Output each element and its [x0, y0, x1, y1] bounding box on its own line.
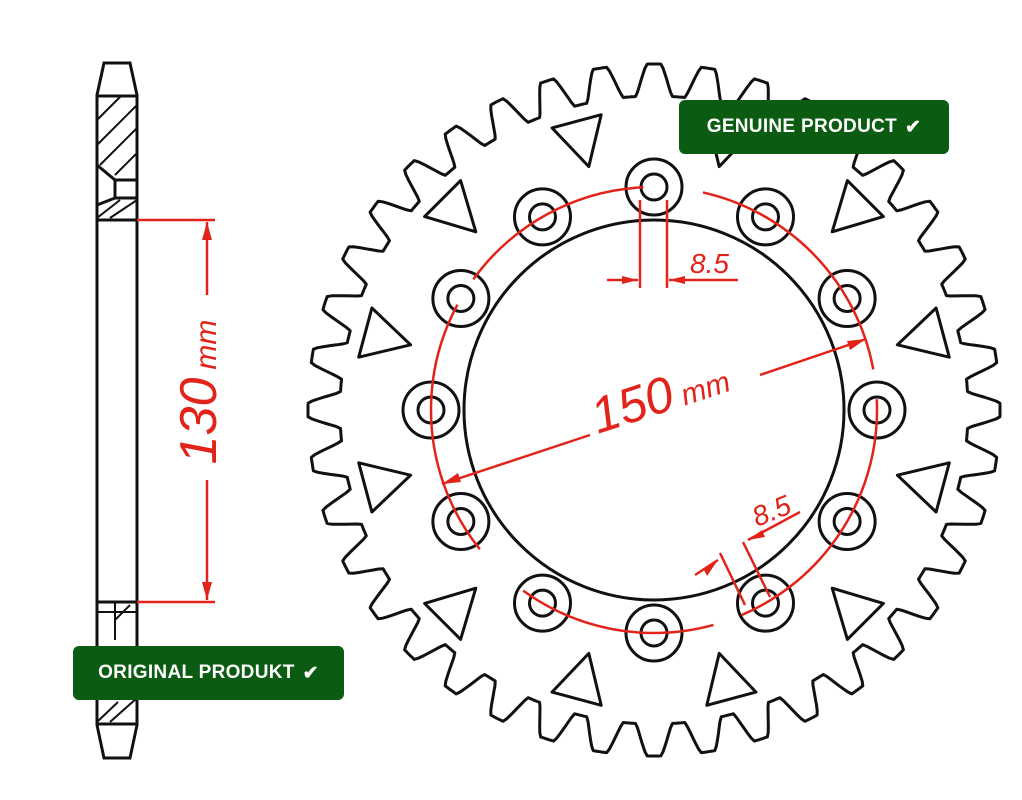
bolt-hole-ring	[817, 269, 877, 328]
bolt-hole-ring	[624, 603, 684, 663]
lightening-hole	[550, 651, 603, 707]
bolt-hole-ring	[736, 187, 795, 247]
bolt-hole	[528, 202, 557, 232]
bolt-hole	[639, 172, 669, 202]
bolt-hole-ring	[431, 269, 491, 328]
lightening-hole	[357, 306, 413, 359]
side-dimension	[137, 218, 215, 604]
bolt-hole-ring	[736, 573, 795, 633]
bolt-hole	[751, 202, 780, 232]
check-icon: ✔	[905, 116, 922, 138]
bolt-hole	[832, 507, 862, 536]
genuine-product-badge: GENUINE PRODUCT ✔	[679, 100, 949, 154]
hole-dimension-bottom-label: 8.5	[748, 489, 796, 532]
bolt-hole-ring	[513, 187, 572, 247]
front-view	[306, 62, 1002, 758]
badge-label: GENUINE PRODUCT	[706, 116, 898, 137]
bolt-hole-ring	[513, 573, 572, 633]
bolt-hole-ring	[401, 380, 461, 440]
lightening-hole	[423, 179, 478, 234]
bolt-hole	[832, 284, 862, 313]
lightening-hole	[423, 586, 478, 641]
hole-dimension-top-label: 8.5	[690, 248, 729, 279]
check-icon: ✔	[302, 662, 319, 684]
bolt-circle	[429, 185, 879, 635]
lightening-hole	[895, 306, 951, 359]
center-bore	[462, 218, 846, 602]
side-dimension-label: 130mm	[170, 320, 228, 465]
sprocket-teeth-outline	[306, 62, 1002, 758]
bolt-circle-dimension-label: 150mm	[584, 347, 736, 444]
lightening-hole	[705, 651, 758, 707]
bolt-hole	[446, 507, 476, 536]
lightening-hole	[550, 113, 603, 169]
original-produkt-badge: ORIGINAL PRODUKT ✔	[73, 646, 344, 700]
side-view	[95, 61, 139, 760]
bolt-hole	[446, 284, 476, 313]
lightening-hole	[830, 179, 885, 234]
lightening-hole	[830, 586, 885, 641]
bolt-hole-ring	[431, 492, 491, 551]
badge-label: ORIGINAL PRODUKT	[98, 662, 295, 683]
bolt-hole-ring	[817, 492, 877, 551]
bolt-hole	[528, 588, 557, 618]
bolt-hole-ring	[624, 157, 684, 217]
lightening-hole	[895, 461, 951, 514]
bolt-hole-ring	[847, 380, 907, 440]
lightening-hole	[357, 461, 413, 514]
bolt-circle-dimensions	[429, 185, 879, 635]
